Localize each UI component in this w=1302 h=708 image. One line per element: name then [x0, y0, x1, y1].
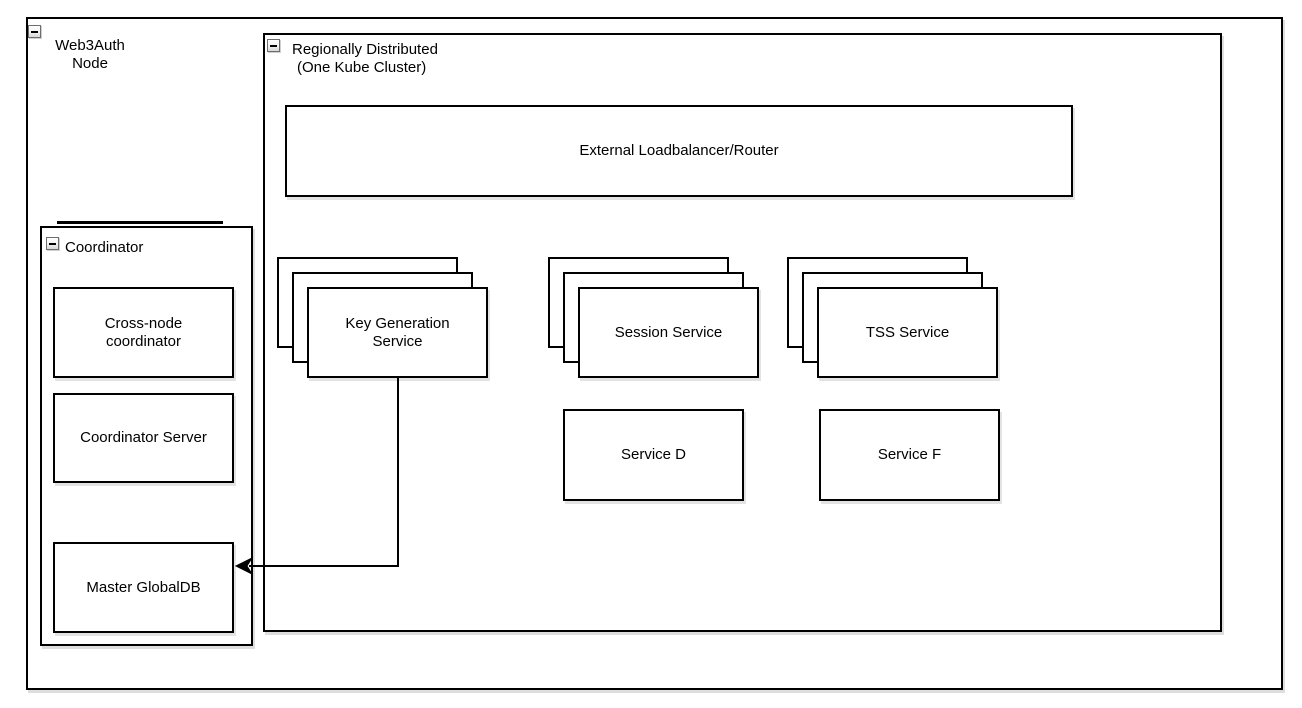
minus-glyph: [31, 31, 38, 33]
node-session-service-stack[interactable]: Session Service: [548, 257, 760, 379]
tss-service-label: TSS Service: [865, 323, 950, 341]
regionally-distributed-label-line1: Regionally Distributed: [292, 41, 438, 58]
node-master-globaldb[interactable]: Master GlobalDB: [53, 542, 234, 633]
web3auth-node-label: Web3Auth Node: [55, 37, 125, 72]
regionally-distributed-label-line2: (One Kube Cluster): [297, 59, 427, 76]
key-generation-service-label: Key Generation Service: [345, 314, 450, 350]
cross-node-coordinator-label: Cross-node coordinator: [104, 314, 183, 350]
stack-layer-front: TSS Service: [817, 287, 998, 378]
collapse-minus-icon[interactable]: [267, 39, 280, 52]
stack-layer-front: Key Generation Service: [307, 287, 488, 378]
node-tss-service-stack[interactable]: TSS Service: [787, 257, 999, 379]
coordinator-server-label: Coordinator Server: [80, 429, 207, 446]
service-d-label: Service D: [620, 446, 687, 463]
minus-glyph: [49, 243, 56, 245]
arrowhead-left-icon: [234, 556, 254, 576]
session-service-label: Session Service: [614, 323, 723, 341]
minus-glyph: [270, 45, 277, 47]
node-service-d[interactable]: Service D: [563, 409, 744, 501]
node-key-generation-service-stack[interactable]: Key Generation Service: [277, 257, 489, 379]
collapse-minus-icon[interactable]: [28, 25, 41, 38]
service-f-label: Service F: [877, 446, 942, 463]
node-service-f[interactable]: Service F: [819, 409, 1000, 501]
collapse-minus-icon[interactable]: [46, 237, 59, 250]
edge-path: [249, 378, 399, 567]
stack-layer-front: Session Service: [578, 287, 759, 378]
coordinator-top-edge-decoration: [57, 221, 223, 224]
node-coordinator-server[interactable]: Coordinator Server: [53, 393, 234, 483]
external-loadbalancer-label: External Loadbalancer/Router: [579, 142, 779, 159]
master-globaldb-label: Master GlobalDB: [86, 578, 201, 596]
coordinator-label: Coordinator: [65, 239, 144, 256]
regionally-distributed-label: Regionally Distributed (One Kube Cluster…: [292, 41, 462, 77]
node-external-loadbalancer[interactable]: External Loadbalancer/Router: [285, 105, 1073, 197]
node-cross-node-coordinator[interactable]: Cross-node coordinator: [53, 287, 234, 378]
